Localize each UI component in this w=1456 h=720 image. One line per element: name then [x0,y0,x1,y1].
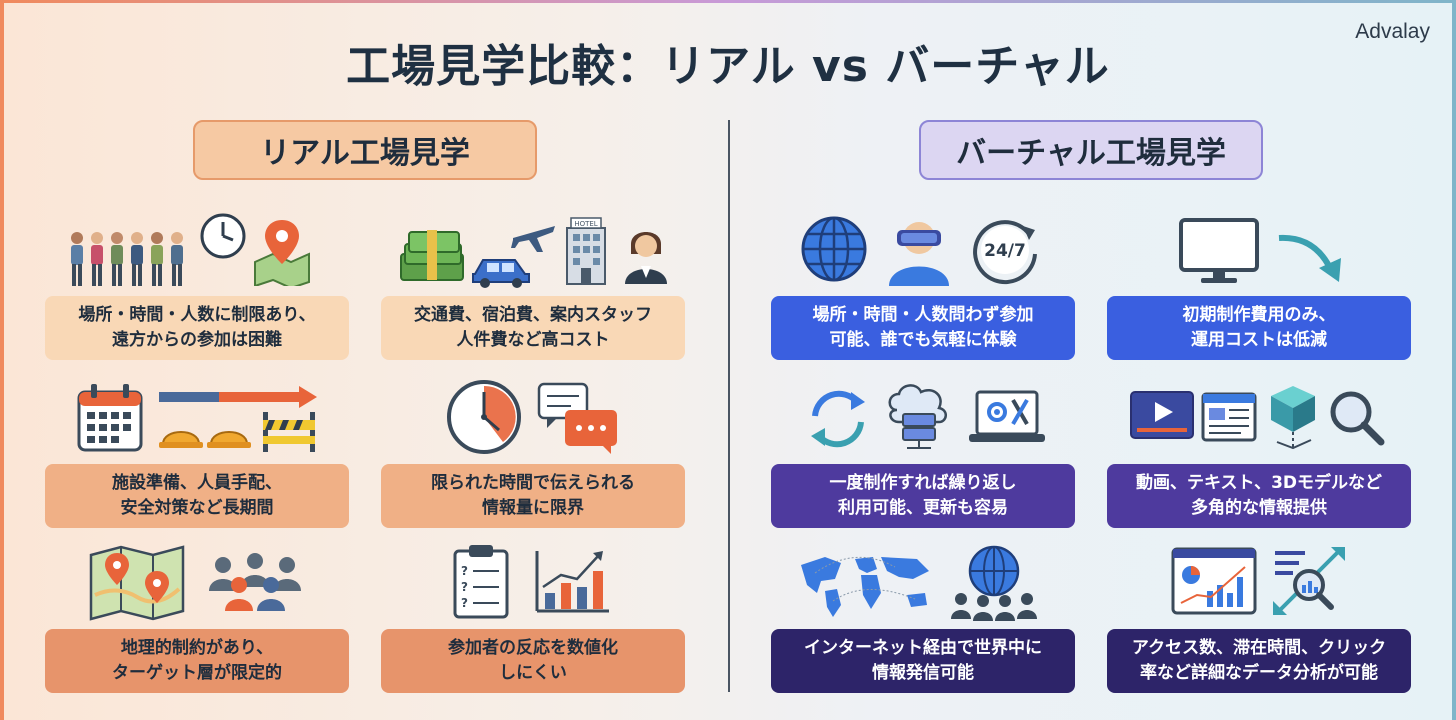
web-document-icon [1201,392,1257,442]
cloud-server-icon [888,384,947,449]
brand-logo: Advalay [1355,20,1430,43]
analytics-search-icon [1273,547,1345,615]
virtual-item-analytics-line1: アクセス数、滞在時間、クリック [1131,638,1387,658]
real-item-prep-line1: 施設準備、人員手配、 [112,473,282,493]
folded-map-icon [89,545,185,621]
real-item-time-line2: 情報量に限界 [482,498,584,518]
real-item-metrics: ??? 参加者の反応を数値化 しにくい [381,545,685,693]
virtual-item-access: 24/7 場所・時間・人数問わず参加 可能、誰でも気軽に体験 [771,212,1075,360]
virtual-item-reuse: 一度制作すれば繰り返し 利用可能、更新も容易 [771,380,1075,528]
real-item-prep-line2: 安全対策など長期間 [120,498,274,518]
virtual-item-global: インターネット経由で世界中に 情報発信可能 [771,545,1075,693]
video-player-icon [1130,391,1194,439]
virtual-item-access-line2: 可能、誰でも気軽に体験 [829,330,1017,350]
real-item-metrics-line1: 参加者の反応を数値化 [448,638,618,658]
clock-247-label: 24/7 [984,241,1026,261]
virtual-item-cost-line2: 運用コストは低減 [1191,330,1327,350]
timeline-arrow-icon [159,386,317,408]
hotel-sign: HOTEL [574,220,597,228]
people-group-icon [71,232,183,286]
virtual-item-cost-box: 初期制作費用のみ、 運用コストは低減 [1107,296,1411,360]
monitor-icon [1179,218,1259,283]
airplane-icon [511,226,555,252]
real-item-cost-line1: 交通費、宿泊費、案内スタッフ [414,305,652,325]
real-item-time-line1: 限られた時間で伝えられる [431,473,635,493]
page-title: 工場見学比較：リアル vs バーチャル [346,41,1110,92]
virtual-item-global-line2: 情報発信可能 [872,663,974,683]
laptop-tools-icon [969,390,1045,442]
real-item-access-box: 場所・時間・人数に制限あり、 遠方からの参加は困難 [45,296,349,360]
real-item-prep: 施設準備、人員手配、 安全対策など長期間 [45,380,349,528]
virtual-heading: バーチャル工場見学 [919,120,1263,180]
real-item-geo-box: 地理的制約があり、 ターゲット層が限定的 [45,629,349,693]
car-icon [472,259,530,288]
virtual-item-analytics: アクセス数、滞在時間、クリック 率など詳細なデータ分析が可能 [1107,545,1411,693]
virtual-item-media: 動画、テキスト、3Dモデルなど 多角的な情報提供 [1107,380,1411,528]
real-item-time: 限られた時間で伝えられる 情報量に限界 [381,380,685,528]
virtual-item-reuse-box: 一度制作すれば繰り返し 利用可能、更新も容易 [771,464,1075,528]
clipboard-question-icon: ??? [453,545,509,619]
hard-hat-icon [207,431,251,448]
magnifier-icon [1330,391,1385,446]
real-item-access-line2: 遠方からの参加は困難 [112,330,282,350]
3d-cube-icon [1271,386,1315,450]
virtual-item-access-box: 場所・時間・人数問わず参加 可能、誰でも気軽に体験 [771,296,1075,360]
hard-hat-icon [159,431,203,448]
virtual-item-analytics-line2: 率など詳細なデータ分析が可能 [1140,663,1378,683]
virtual-item-media-box: 動画、テキスト、3Dモデルなど 多角的な情報提供 [1107,464,1411,528]
vr-headset-user-icon [889,222,949,286]
clock-247-icon: 24/7 [973,220,1037,285]
real-item-geo-line2: ターゲット層が限定的 [112,663,282,683]
staff-icon [625,232,667,284]
center-divider [728,120,730,692]
real-item-prep-box: 施設準備、人員手配、 安全対策など長期間 [45,464,349,528]
virtual-item-reuse-line2: 利用可能、更新も容易 [838,498,1008,518]
virtual-item-access-line1: 場所・時間・人数問わず参加 [812,305,1034,325]
real-item-access: 場所・時間・人数に制限あり、 遠方からの参加は困難 [45,212,349,360]
hotel-icon: HOTEL [566,217,606,285]
real-item-cost-line2: 人件費など高コスト [456,330,610,350]
real-item-cost: HOTEL 交通費、宿泊費、案内スタッフ 人件費など高コスト [381,212,685,360]
world-map-icon [801,556,929,617]
svg-text:?: ? [461,596,468,610]
real-item-time-box: 限られた時間で伝えられる 情報量に限界 [381,464,685,528]
dashboard-chart-icon [1171,547,1257,615]
globe-icon [801,216,867,282]
calendar-icon [77,384,143,452]
virtual-item-cost-line1: 初期制作費用のみ、 [1182,305,1336,325]
virtual-item-media-line2: 多角的な情報提供 [1191,498,1327,518]
svg-text:?: ? [461,564,468,578]
real-heading: リアル工場見学 [193,120,537,180]
svg-text:?: ? [461,580,468,594]
globe-audience-icon [951,545,1037,621]
virtual-item-cost: 初期制作費用のみ、 運用コストは低減 [1107,212,1411,360]
downtrend-arrow-icon [1278,234,1341,282]
clock-icon [200,213,246,259]
virtual-item-analytics-box: アクセス数、滞在時間、クリック 率など詳細なデータ分析が可能 [1107,629,1411,693]
refresh-cycle-icon [811,390,865,448]
real-item-cost-box: 交通費、宿泊費、案内スタッフ 人件費など高コスト [381,296,685,360]
barrier-tape-icon [263,412,315,452]
chat-bubbles-icon [537,382,617,454]
real-item-metrics-line2: しにくい [499,663,567,683]
real-item-geo: 地理的制約があり、 ターゲット層が限定的 [45,545,349,693]
real-item-metrics-box: 参加者の反応を数値化 しにくい [381,629,685,693]
crowd-icon [209,553,301,611]
virtual-item-media-line1: 動画、テキスト、3Dモデルなど [1135,473,1383,493]
map-pin-icon [254,220,310,286]
real-item-access-line1: 場所・時間・人数に制限あり、 [78,305,316,325]
real-item-geo-line1: 地理的制約があり、 [120,638,274,658]
bar-chart-growth-icon [535,551,609,613]
timer-clock-icon [447,380,521,454]
virtual-item-global-line1: インターネット経由で世界中に [804,638,1042,658]
virtual-item-reuse-line1: 一度制作すれば繰り返し [829,473,1017,493]
virtual-item-global-box: インターネット経由で世界中に 情報発信可能 [771,629,1075,693]
money-stack-icon [400,230,464,281]
